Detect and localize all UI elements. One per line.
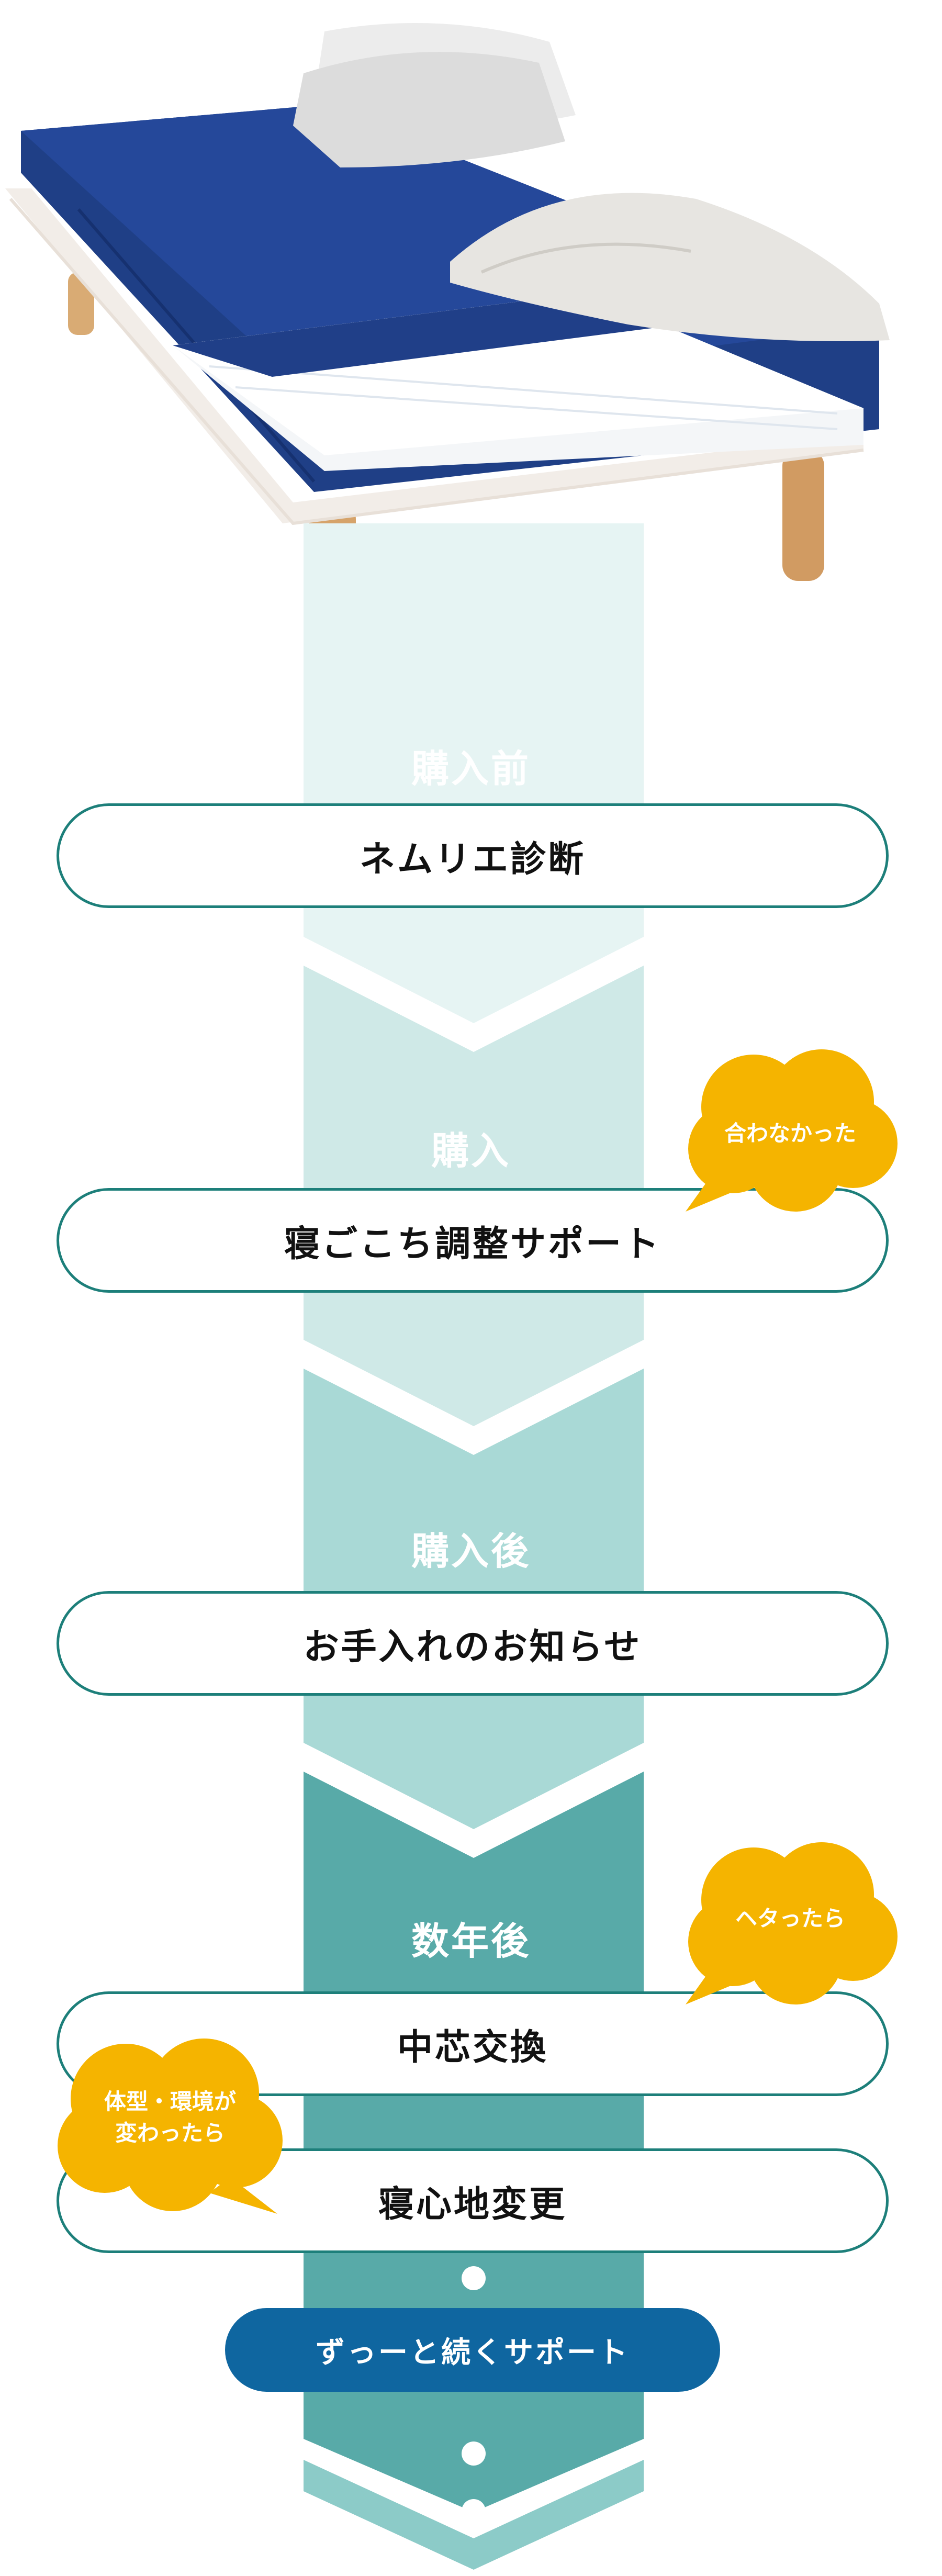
progress-dot [462,2499,486,2523]
progress-dot [462,2441,486,2466]
step-care-notice: お手入れのお知らせ [57,1591,889,1696]
band-years-later [304,1772,644,2512]
speech-bubble-sagging [686,1842,898,2004]
step-adjust-support: 寝ごこち調整サポート [57,1188,889,1293]
bubble-text-body-change-line1: 体型・環境が [104,2089,236,2114]
stage-label-after: 購入後 [411,1529,531,1573]
stage-label-before: 購入前 [411,747,531,791]
bubble-text-not-fit: 合わなかった [724,1121,856,1146]
bubble-text-body-change-line2: 変わったら [115,2120,225,2146]
speech-bubble-not-fit [686,1049,898,1212]
bubble-text-sagging: ヘタったら [735,1906,845,1931]
mattress-bed-illustration [5,23,890,628]
stage-label-years-later: 数年後 [411,1919,531,1963]
progress-dot [462,2266,486,2290]
step-diagnosis: ネムリエ診断 [57,803,889,908]
speech-bubble-body-change [58,2039,283,2214]
stage-label-purchase: 購入 [431,1129,511,1173]
band-tip [304,2460,644,2570]
continuous-support-badge: ずっーと続くサポート [225,2308,720,2392]
